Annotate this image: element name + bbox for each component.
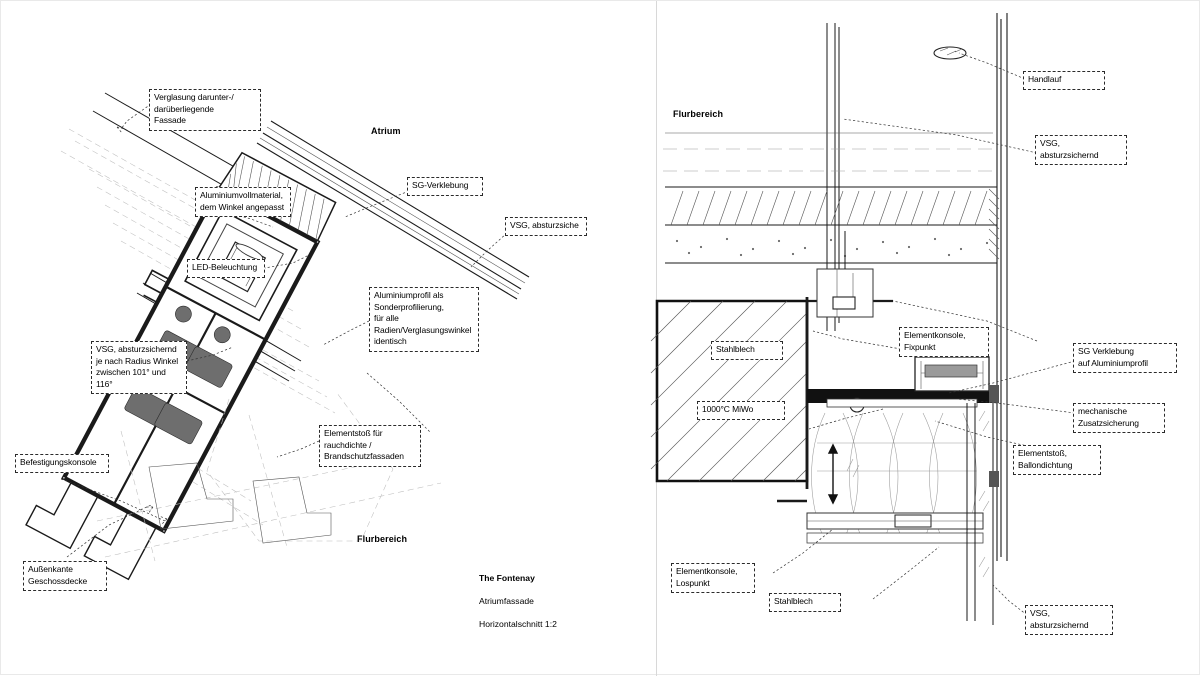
callout-handlauf: Handlauf: [1023, 71, 1105, 90]
callout-elementkonsole-lospunkt: Elementkonsole, Lospunkt: [671, 563, 755, 593]
title-block: The Fontenay Atriumfassade Horizontalsch…: [479, 561, 557, 642]
elementkonsole-lospunkt-geom: [777, 499, 984, 544]
title-project: The Fontenay: [479, 572, 535, 583]
glazing-seat: [143, 269, 171, 304]
glazing-pane-atrium-edge: [259, 126, 526, 295]
callout-vsg-absturzsichernd-bottom: VSG, absturzsichernd: [1025, 605, 1113, 635]
title-section: Horizontalschnitt 1:2: [479, 618, 557, 629]
callout-sg-verklebung: SG-Verklebung: [407, 177, 483, 196]
concrete-dots: [675, 237, 989, 258]
callout-aluminiumvollmaterial: Aluminiumvollmaterial, dem Winkel angepa…: [195, 187, 291, 217]
title-drawing: Atriumfassade: [479, 595, 534, 606]
handlauf-cap: [933, 46, 967, 60]
glazing-pane-atrium: [256, 120, 530, 300]
slab-edge-closure: [988, 188, 1000, 260]
screed-hatch: [670, 190, 988, 226]
callout-vsg-radius-winkel: VSG, absturzsichernd je nach Radius Wink…: [91, 341, 187, 394]
elementkonsole-fixpunkt-geom: [816, 231, 874, 318]
break-lines: [663, 148, 993, 172]
callout-elementkonsole-fixpunkt: Elementkonsole, Fixpunkt: [899, 327, 989, 357]
callout-elementstoss-ballondichtung: Elementstoß, Ballondichtung: [1013, 445, 1101, 475]
callout-miwo-1000: 1000°C MiWo: [697, 401, 785, 420]
transom-band: [807, 356, 991, 413]
right-drawing-panel: Flurbereich Handlauf VSG, absturzsichern…: [650, 1, 1200, 676]
glass-sparkle: [846, 410, 990, 578]
movement-arrow: [827, 443, 839, 505]
callout-sg-verklebung-alu: SG Verklebung auf Aluminiumprofil: [1073, 343, 1177, 373]
callout-elementstoss-rauchdicht: Elementstoß für rauchdichte / Brandschut…: [319, 425, 421, 467]
mullion-gaskets: [989, 385, 999, 487]
callout-stahlblech-lower: Stahlblech: [769, 593, 841, 612]
floor-slab: [665, 186, 1000, 264]
callout-vsg-absturzsichernd-top: VSG, absturzsichernd: [1035, 135, 1127, 165]
leader-arrowheads: [116, 126, 168, 526]
callout-stahlblech-upper: Stahlblech: [711, 341, 783, 360]
befestigungskonsole-outline: [148, 462, 332, 544]
left-drawing-panel: Verglasung darunter-/ darüberliegende Fa…: [1, 1, 657, 676]
leader-lines-right: [772, 52, 1076, 616]
zone-label-flurbereich-right: Flurbereich: [673, 109, 724, 119]
balustrade-glass: [996, 13, 1008, 561]
callout-aussenkante-geschossdecke: Außenkante Geschossdecke: [23, 561, 107, 591]
callout-led-beleuchtung: LED-Beleuchtung: [187, 259, 265, 278]
glazing-edge-right: [966, 399, 994, 625]
zone-label-flurbereich-left: Flurbereich: [357, 534, 408, 544]
callout-vsg-absturzsiche: VSG, absturzsiche: [505, 217, 587, 236]
zone-label-atrium: Atrium: [371, 126, 401, 136]
callout-verglasung-fassade: Verglasung darunter-/ darüberliegende Fa…: [149, 89, 261, 131]
miwo-block: [650, 299, 809, 483]
callout-mechanische-zusatzsicherung: mechanische Zusatzsicherung: [1073, 403, 1165, 433]
callout-aluminiumprofil-sonder: Aluminiumprofil als Sonderprofilierung, …: [369, 287, 479, 352]
callout-befestigungskonsole: Befestigungskonsole: [15, 454, 109, 473]
